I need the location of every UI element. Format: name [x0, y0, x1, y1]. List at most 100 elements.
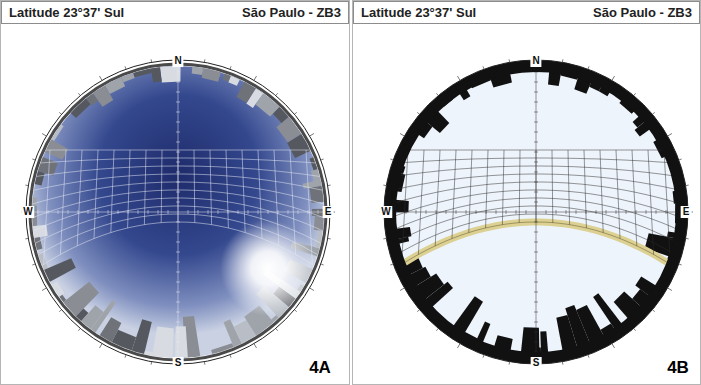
axis-tick [606, 210, 607, 214]
axis-tick [228, 210, 229, 214]
azimuth-tick [400, 288, 404, 291]
axis-tick [268, 210, 269, 214]
azimuth-tick [328, 238, 331, 240]
axis-tick [38, 210, 39, 214]
azimuth-tick [230, 66, 231, 69]
azimuth-tick [400, 134, 404, 137]
axis-tick [436, 210, 437, 214]
axis-tick [176, 192, 180, 193]
cardinal-letter: W [379, 206, 392, 218]
hour-line [210, 150, 212, 225]
axis-tick [626, 210, 627, 214]
azimuth-tick [634, 93, 636, 95]
hour-line [111, 150, 114, 233]
axis-tick [176, 102, 180, 103]
axis-tick [158, 210, 159, 214]
axis-tick [208, 210, 209, 214]
axis-tick [176, 152, 180, 153]
axis-tick [176, 302, 180, 303]
axis-tick [218, 210, 219, 214]
axis-tick [176, 272, 180, 273]
azimuth-tick [483, 355, 484, 358]
cardinal-letter: N [530, 55, 541, 67]
axis-tick [176, 312, 180, 313]
axis-tick [534, 182, 538, 183]
hour-line [584, 150, 586, 228]
azimuth-tick [686, 238, 689, 240]
axis-tick [526, 210, 527, 214]
axis-tick [636, 210, 637, 214]
latitude-label: Latitude 23°37' Sul [9, 5, 124, 20]
hour-line [435, 150, 440, 246]
hour-line [77, 150, 82, 246]
axis-tick [534, 342, 538, 343]
azimuth-tick [562, 362, 564, 365]
hour-line [418, 150, 424, 254]
axis-tick [176, 82, 180, 83]
hour-line [648, 150, 654, 254]
axis-tick [88, 210, 89, 214]
axis-tick [534, 292, 538, 293]
axis-tick [48, 210, 49, 214]
axis-line [390, 212, 682, 213]
axis-tick [176, 112, 180, 113]
axis-tick [646, 210, 647, 214]
hour-line [94, 150, 98, 239]
azimuth-tick [59, 112, 61, 114]
azimuth-tick [612, 344, 615, 348]
figure-number: 4A [309, 359, 331, 376]
azimuth-tick [78, 93, 80, 95]
azimuth-tick [390, 159, 393, 160]
azimuth-tick [25, 238, 28, 240]
axis-tick [534, 202, 538, 203]
axis-tick [534, 282, 538, 283]
axis-tick [176, 262, 180, 263]
axis-tick [534, 162, 538, 163]
axis-tick [446, 210, 447, 214]
azimuth-tick [294, 310, 296, 312]
axis-tick [176, 332, 180, 333]
axis-tick [176, 172, 180, 173]
azimuth-tick [125, 355, 126, 358]
axis-tick [176, 162, 180, 163]
azimuth-tick [254, 76, 257, 80]
azimuth-tick [276, 93, 278, 95]
axis-tick [516, 210, 517, 214]
cardinal-letter: S [531, 357, 542, 369]
axis-tick [546, 210, 547, 214]
hour-line [226, 150, 228, 228]
axis-tick [534, 262, 538, 263]
axis-tick [176, 252, 180, 253]
cardinal-letter: E [323, 206, 334, 218]
axis-tick [656, 210, 657, 214]
header-bar: Latitude 23°37' SulSão Paulo - ZB3 [1, 1, 349, 24]
hour-line [600, 150, 603, 233]
axis-tick [534, 192, 538, 193]
azimuth-tick [652, 112, 654, 114]
axis-tick [666, 210, 667, 214]
header-bar: Latitude 23°37' SulSão Paulo - ZB3 [353, 1, 700, 24]
axis-tick [534, 132, 538, 133]
axis-tick [188, 210, 189, 214]
azimuth-tick [310, 288, 314, 291]
azimuth-tick [42, 288, 46, 291]
axis-tick [176, 342, 180, 343]
cardinal-letter: S [173, 357, 184, 369]
azimuth-tick [25, 185, 28, 187]
hour-line [258, 150, 262, 239]
azimuth-tick [588, 355, 589, 358]
cardinal-letter: E [681, 206, 692, 218]
azimuth-tick [458, 76, 461, 80]
azimuth-tick [276, 328, 278, 330]
axis-tick [198, 210, 199, 214]
hour-line [469, 150, 472, 233]
axis-tick [426, 210, 427, 214]
axis-tick [98, 210, 99, 214]
axis-tick [496, 210, 497, 214]
azimuth-tick [254, 344, 257, 348]
axis-tick [534, 152, 538, 153]
hour-line [44, 150, 50, 264]
axis-tick [476, 210, 477, 214]
azimuth-tick [59, 310, 61, 312]
